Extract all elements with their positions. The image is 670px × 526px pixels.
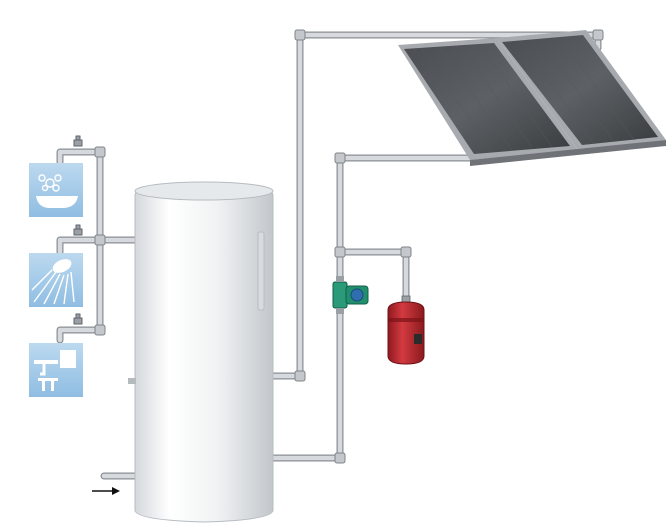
inlet-arrow-icon [92,487,120,495]
bathtub-icon [29,163,83,217]
sink-faucet-icon [29,343,83,397]
expansion-tank-icon [387,295,425,365]
pipe-network [56,29,604,480]
water-tank-icon [128,181,274,523]
pump-icon [332,276,369,314]
shower-icon [29,253,83,307]
solar-collector-icon [398,30,666,166]
